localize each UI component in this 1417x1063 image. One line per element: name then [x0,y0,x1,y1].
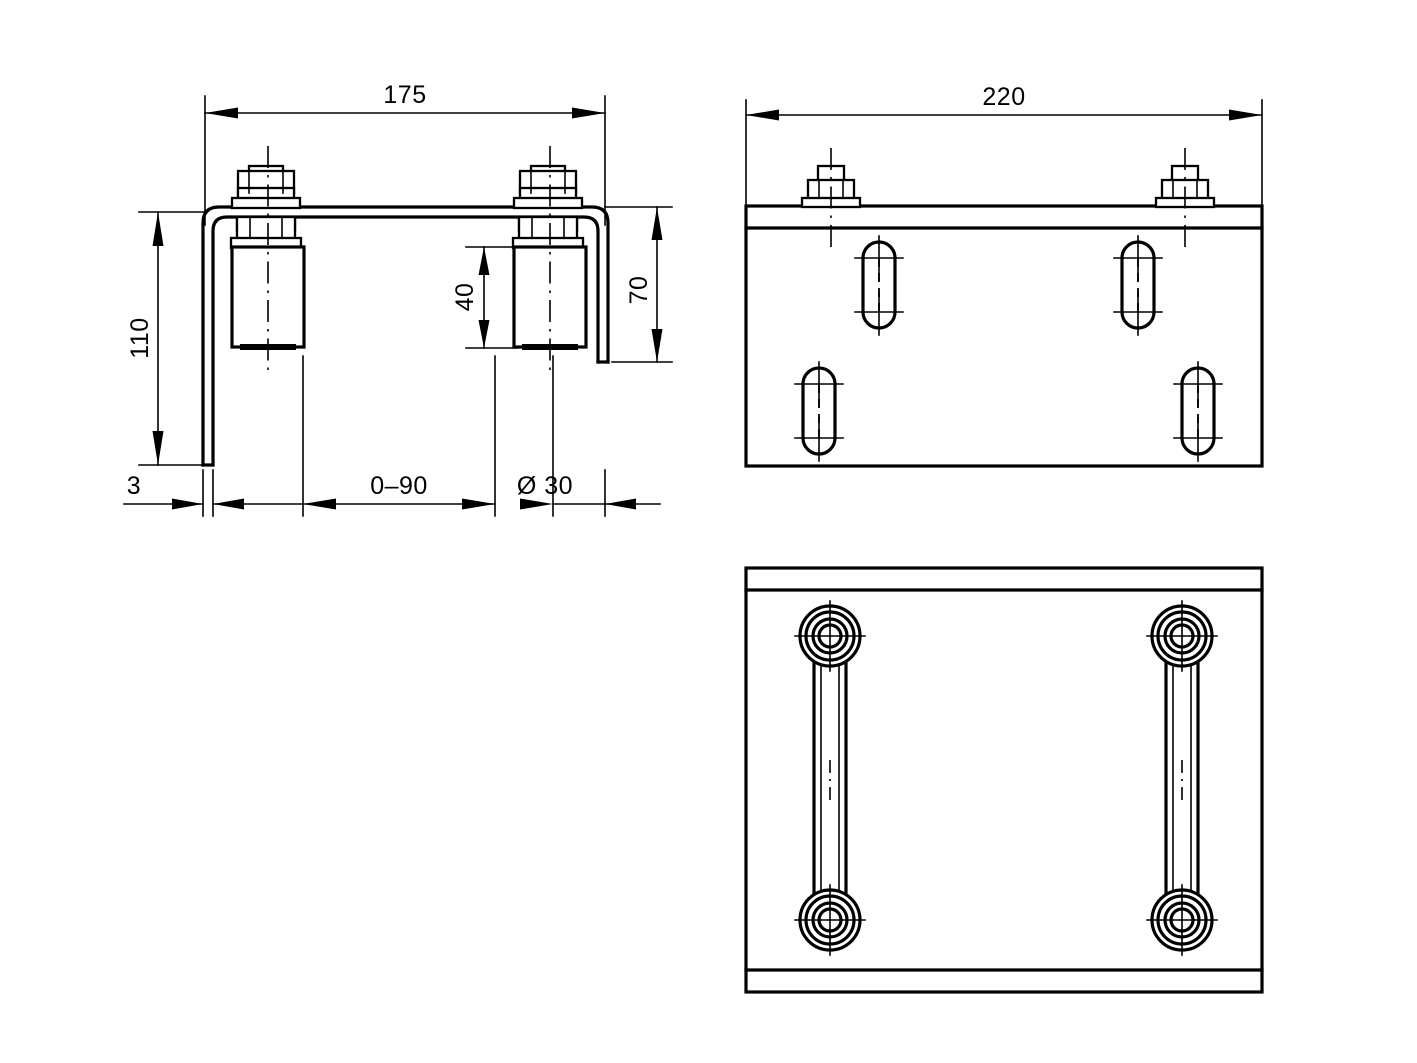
dim-70-group: 70 [604,206,673,363]
dim-110-label: 110 [126,317,154,358]
bolt-head-right [512,164,584,210]
bolt-side-left [800,148,862,252]
dim-175-label: 175 [383,81,426,109]
dim-220-label: 220 [982,83,1025,111]
nut-left [229,215,303,250]
slot-hole-top-right [1113,235,1163,336]
hex-nut-plan-bottom-right [1146,884,1218,956]
roller-assembly-left [229,146,306,376]
slot-hole-bottom-left [794,361,844,462]
hex-nut-plan-top-left [794,600,866,672]
dim-110-group: 110 [126,211,206,466]
bracket-profile [201,205,610,467]
bolt-head-left [230,164,302,210]
dim-3-label: 3 [127,472,141,500]
dim-40-label: 40 [451,283,479,312]
hex-nut-plan-bottom-left [794,884,866,956]
dim-40-group: 40 [451,246,519,349]
slot-hole-bottom-right [1173,361,1223,462]
hex-nut-plan-top-right [1146,600,1218,672]
view-front-elevation: 175 110 70 40 [123,81,673,517]
slot-hole-top-left [854,235,904,336]
dim-70-label: 70 [625,276,653,305]
dim-d30-label: Ø 30 [517,472,573,500]
slot-rod-plan-left [794,600,866,956]
dim-0-90-label: 0–90 [370,472,428,500]
dim-175-group: 175 [204,81,606,226]
view-side-elevation: 220 [744,83,1264,468]
slot-rod-plan-right [1146,600,1218,956]
bolt-side-right [1154,148,1216,252]
dim-bottom-chain: 3 0–90 Ø 30 [123,355,661,517]
nut-right [511,215,585,250]
roller-assembly-right [511,146,588,376]
view-plan [744,566,1264,994]
dim-220-group: 220 [745,83,1263,209]
